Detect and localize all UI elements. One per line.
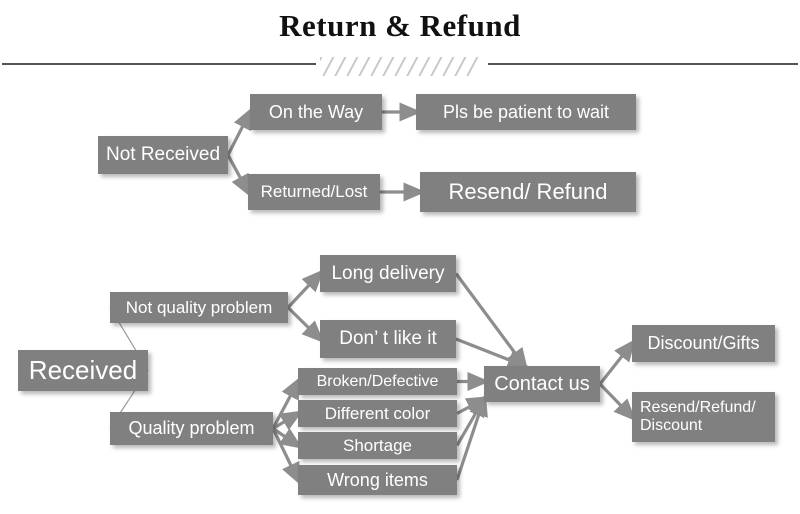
edge-not-quality-to-long-delivery [286, 269, 324, 309]
divider-hatch-stroke [393, 57, 408, 76]
node-broken-defective: Broken/Defective [298, 368, 457, 395]
edge-contact-us-to-discount-gifts [598, 338, 636, 385]
divider-rule-right [488, 63, 798, 65]
node-long-delivery: Long delivery [320, 255, 456, 292]
node-different-color: Different color [298, 400, 457, 427]
node-not-quality: Not quality problem [110, 292, 288, 323]
node-on-the-way: On the Way [250, 94, 382, 130]
edge-quality-to-shortage [272, 427, 303, 449]
divider-hatch-stroke [429, 57, 444, 76]
divider-hatch-stroke [441, 57, 456, 76]
node-pls-be-patient: Pls be patient to wait [416, 94, 636, 130]
node-resend-refund: Resend/ Refund [420, 172, 636, 212]
divider-hatch-stroke [453, 57, 468, 76]
edge-contact-us-to-resend-refund-discount [598, 382, 637, 422]
node-wrong-items: Wrong items [298, 465, 457, 495]
divider-hatch-stroke [381, 57, 396, 76]
divider-hatch-stroke [357, 57, 372, 76]
node-discount-gifts: Discount/Gifts [632, 325, 775, 362]
edge-quality-to-broken-defective [271, 376, 301, 430]
divider-hatch-stroke [369, 57, 384, 76]
edge-shortage-to-contact-us [455, 394, 487, 447]
edge-quality-to-wrong-items [271, 427, 301, 486]
edge-wrong-items-to-contact-us [455, 393, 488, 481]
edge-not-received-to-returned-lost [226, 154, 251, 198]
node-quality: Quality problem [110, 412, 273, 445]
edge-different-color-to-contact-us [456, 396, 490, 416]
edge-dont-like-it-to-contact-us [455, 337, 530, 369]
node-resend-refund-discount: Resend/Refund/ Discount [632, 392, 775, 442]
node-received: Received [18, 350, 148, 391]
divider-hatch-stroke [345, 57, 360, 76]
title-divider [0, 57, 800, 77]
divider-hatch-stroke [405, 57, 420, 76]
edge-not-quality-to-dont-like-it [286, 306, 325, 344]
node-shortage: Shortage [298, 432, 457, 459]
divider-hatch-stroke [321, 57, 336, 76]
divider-hatch-stroke [333, 57, 348, 76]
edge-not-received-to-on-the-way [226, 106, 253, 156]
node-not-received: Not Received [98, 136, 228, 174]
edge-quality-to-different-color [272, 410, 303, 431]
node-returned-lost: Returned/Lost [248, 174, 380, 210]
edge-long-delivery-to-contact-us [454, 272, 529, 371]
divider-hatch-stroke [417, 57, 432, 76]
divider-hatch-stroke [465, 57, 480, 76]
divider-hatch [320, 57, 484, 76]
node-contact-us: Contact us [484, 366, 600, 402]
page-title: Return & Refund [279, 8, 521, 43]
divider-rule-left [2, 63, 316, 65]
node-dont-like-it: Don’ t like it [320, 320, 456, 358]
